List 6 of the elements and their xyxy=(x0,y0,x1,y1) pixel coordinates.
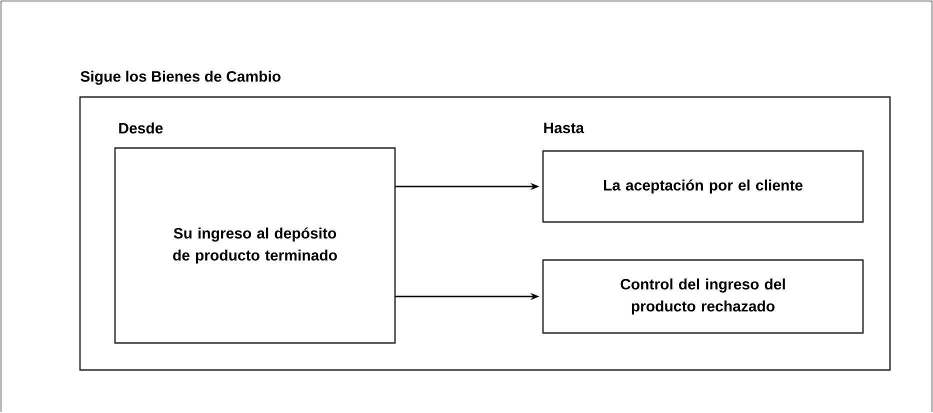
column-heading: Hasta xyxy=(544,122,584,134)
process-box: Control del ingreso del producto rechazado xyxy=(542,259,864,334)
process-box: La aceptación por el cliente xyxy=(542,150,864,223)
node-label: Sigue los Bienes de Cambio xyxy=(80,70,280,85)
process-box: Su ingreso al depósito de producto terminado xyxy=(114,147,396,344)
column-heading: Desde xyxy=(119,122,163,134)
